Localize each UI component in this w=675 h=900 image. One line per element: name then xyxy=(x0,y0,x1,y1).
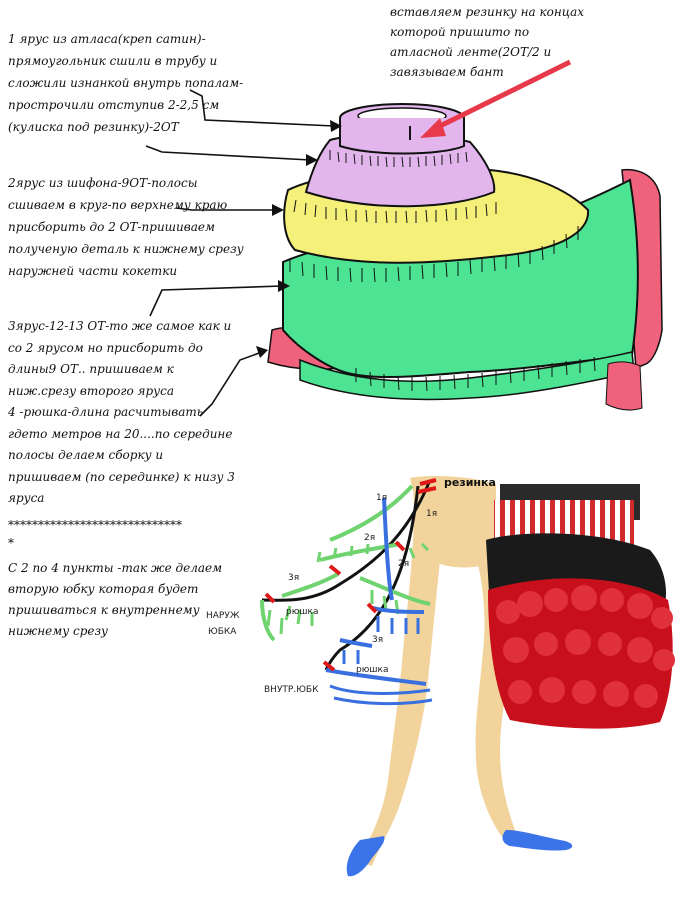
pointer-ruffle xyxy=(199,351,263,417)
label-tier2-b: 2я xyxy=(398,559,409,569)
pointer-tier1 xyxy=(189,89,335,127)
tier1-instruction-text: 1 ярус из атласа(креп сатин)-прямоугольн… xyxy=(8,32,244,134)
label-outer-skirt: НАРУЖ xyxy=(206,611,240,621)
label-tier1-a: 1я xyxy=(376,493,387,503)
label-tier2-a: 2я xyxy=(364,533,375,543)
hips xyxy=(410,476,496,568)
inner-skirt-blue xyxy=(325,497,427,686)
label-ruffle-b: рюшка xyxy=(356,665,388,675)
tutu-red-puffs xyxy=(496,585,675,708)
left-shoe xyxy=(346,836,385,877)
left-leg xyxy=(356,478,448,866)
label-tier1-b: 1я xyxy=(426,509,437,519)
pointer-tier3 xyxy=(149,285,283,317)
label-inner-skirt: ВНУТР.ЮБК xyxy=(264,685,319,695)
tier3-ruffle-instruction-text: 3ярус-12-13 ОТ-то же самое как и со 2 яр… xyxy=(8,319,235,505)
label-tier3-b: 3я xyxy=(372,635,383,645)
pointer-tier2 xyxy=(175,207,276,211)
elastic-instruction-text: вставляем резинку на концах которой приш… xyxy=(390,5,585,79)
tutu-photo xyxy=(486,484,675,729)
schematic-lines: резинка 1я 1я 2я 2я 3я 3я рюшка рюшка НА… xyxy=(206,476,496,706)
right-shoe xyxy=(502,830,573,851)
label-tier3-a: 3я xyxy=(288,573,299,583)
skirt-drawing xyxy=(267,59,663,411)
gather-fringes xyxy=(289,150,596,392)
second-skirt-note-text: С 2 по 4 пункты -так же делаем вторую юб… xyxy=(8,561,223,638)
label-outer-skirt-line1: НАРУЖ xyxy=(206,611,240,621)
pointer-tier1b xyxy=(145,145,311,161)
label-ruffle-a: рюшка xyxy=(286,607,318,617)
red-arrow-shaft xyxy=(430,59,572,133)
label-outer-skirt-2: ЮБКА xyxy=(208,627,237,637)
seam-markers xyxy=(264,478,437,672)
outer-skirt-green xyxy=(260,484,431,642)
red-arrow-head xyxy=(420,118,446,138)
waist-line-black xyxy=(261,479,432,602)
ruffle-bottom-right xyxy=(605,361,643,411)
label-rezinka: резинка xyxy=(444,476,496,489)
tier2-instruction-text: 2ярус из шифона-9ОТ-полосы сшиваем в кру… xyxy=(8,176,244,278)
pointer-arrowheads xyxy=(256,120,342,358)
pointer-arrows xyxy=(145,89,335,417)
separator-stars: ***************************** * xyxy=(8,518,182,550)
